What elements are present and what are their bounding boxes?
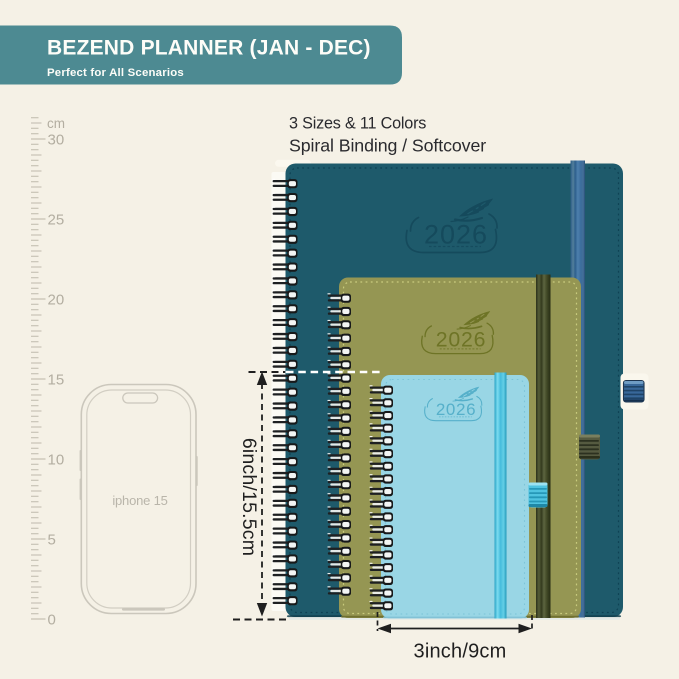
svg-text:3 Sizes & 11 Colors: 3 Sizes & 11 Colors — [289, 115, 426, 133]
svg-text:15: 15 — [48, 372, 65, 389]
svg-text:5: 5 — [48, 532, 56, 549]
svg-text:30: 30 — [48, 132, 65, 149]
svg-text:cm: cm — [47, 116, 65, 131]
svg-text:iphone 15: iphone 15 — [112, 493, 167, 508]
svg-text:Spiral Binding / Softcover: Spiral Binding / Softcover — [289, 136, 486, 156]
svg-text:Perfect for All Scenarios: Perfect for All Scenarios — [47, 67, 184, 79]
svg-text:20: 20 — [48, 292, 65, 309]
svg-text:6inch/15.5cm: 6inch/15.5cm — [238, 438, 260, 556]
svg-text:3inch/9cm: 3inch/9cm — [414, 641, 507, 663]
svg-text:BEZEND PLANNER (JAN - DEC): BEZEND PLANNER (JAN - DEC) — [47, 37, 371, 60]
svg-text:0: 0 — [48, 612, 56, 629]
svg-text:10: 10 — [48, 452, 65, 469]
svg-text:25: 25 — [48, 212, 65, 229]
